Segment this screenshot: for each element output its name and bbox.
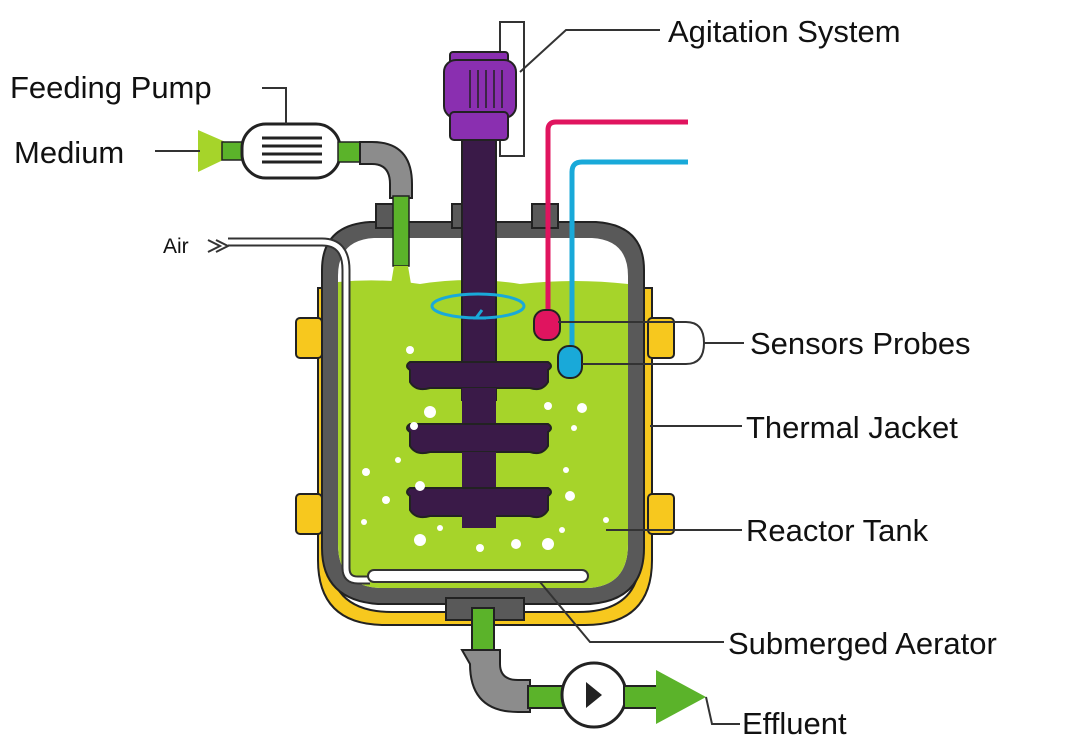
thermal-jacket [295,287,675,626]
probe-cable-red [545,119,688,316]
leader-lines [519,29,744,643]
jacket-port-right-top [647,317,675,359]
air-line [207,237,589,585]
rotation-arrow-icon [430,292,526,320]
impeller-blade-2 [406,423,552,455]
probe-cable-blue [569,159,688,350]
agitator-shaft-tip [462,514,496,528]
submerged-aerator [367,569,589,583]
label-medium: Medium [14,135,124,170]
jacket-port-left-bottom [295,493,323,535]
effluent-outlet-arrow [656,670,706,724]
jacket-port-right-bottom [647,493,675,535]
labels: Agitation System Feeding Pump Medium Air… [10,14,997,738]
agitation-system [406,21,552,528]
feed-dip-tube [392,195,410,267]
label-sensors-probes: Sensors Probes [750,326,971,361]
label-thermal-jacket: Thermal Jacket [746,410,958,445]
impeller-blade-1 [406,361,552,391]
air-bubbles [361,346,609,552]
feed-elbow [359,141,413,199]
label-submerged-aerator: Submerged Aerator [728,626,997,661]
medium-inlet-arrow [198,130,244,172]
probe-red [533,309,561,341]
label-air: Air [163,235,189,258]
effluent-line [460,607,740,729]
agitator-shaft [461,137,497,401]
label-feeding-pump: Feeding Pump [10,70,212,105]
impeller-blade-3 [406,487,552,519]
pump-icon [240,122,342,180]
label-effluent: Effluent [742,706,847,738]
effluent-elbow [460,649,531,713]
motor-icon [443,51,517,141]
feed-line [155,87,413,290]
lid-port-3 [531,203,559,229]
air-inlet-arrow-icon [207,239,223,253]
probe-blue [557,345,583,379]
label-agitation-system: Agitation System [668,14,901,49]
circulator-pump-icon [560,661,628,729]
label-reactor-tank: Reactor Tank [746,513,929,548]
jacket-port-left-top [295,317,323,359]
